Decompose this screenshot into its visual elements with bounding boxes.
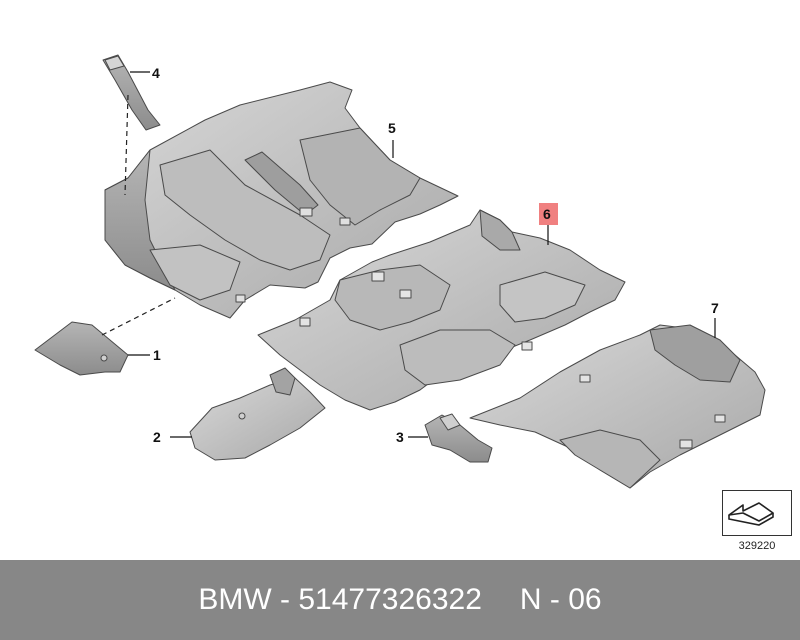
footer-part-number: 51477326322	[298, 583, 482, 616]
callout-label-7[interactable]: 7	[711, 300, 719, 316]
footer-separator: -	[271, 583, 299, 616]
part-4-strip[interactable]	[102, 54, 161, 131]
callout-label-1[interactable]: 1	[153, 347, 161, 363]
parts-diagram: 4 5 6 7 1 2 3	[34, 54, 766, 489]
callout-label-2[interactable]: 2	[153, 429, 161, 445]
part-3-clip[interactable]	[424, 413, 493, 463]
part-1-small-mat[interactable]	[34, 321, 129, 376]
part-5-front-carpet[interactable]	[104, 81, 459, 319]
callout-label-3[interactable]: 3	[396, 429, 404, 445]
footer-diagram-code: N - 06	[519, 583, 602, 616]
part-6-rear-carpet[interactable]	[257, 209, 626, 411]
reference-number: 329220	[738, 540, 776, 552]
reference-box	[722, 490, 792, 536]
callout-label-4[interactable]: 4	[152, 65, 160, 81]
footer-brand: BMW	[198, 583, 272, 616]
part-2-mat[interactable]	[189, 367, 326, 461]
orientation-arrow-icon	[728, 502, 774, 526]
footer-bar: BMW - 51477326322 N - 06	[0, 560, 800, 640]
callout-6-highlight	[539, 203, 558, 225]
part-7-luggage-floor[interactable]	[469, 324, 766, 489]
callout-label-5[interactable]: 5	[388, 120, 396, 136]
leader-lines	[101, 71, 716, 438]
callout-label-6[interactable]: 6	[543, 206, 551, 222]
